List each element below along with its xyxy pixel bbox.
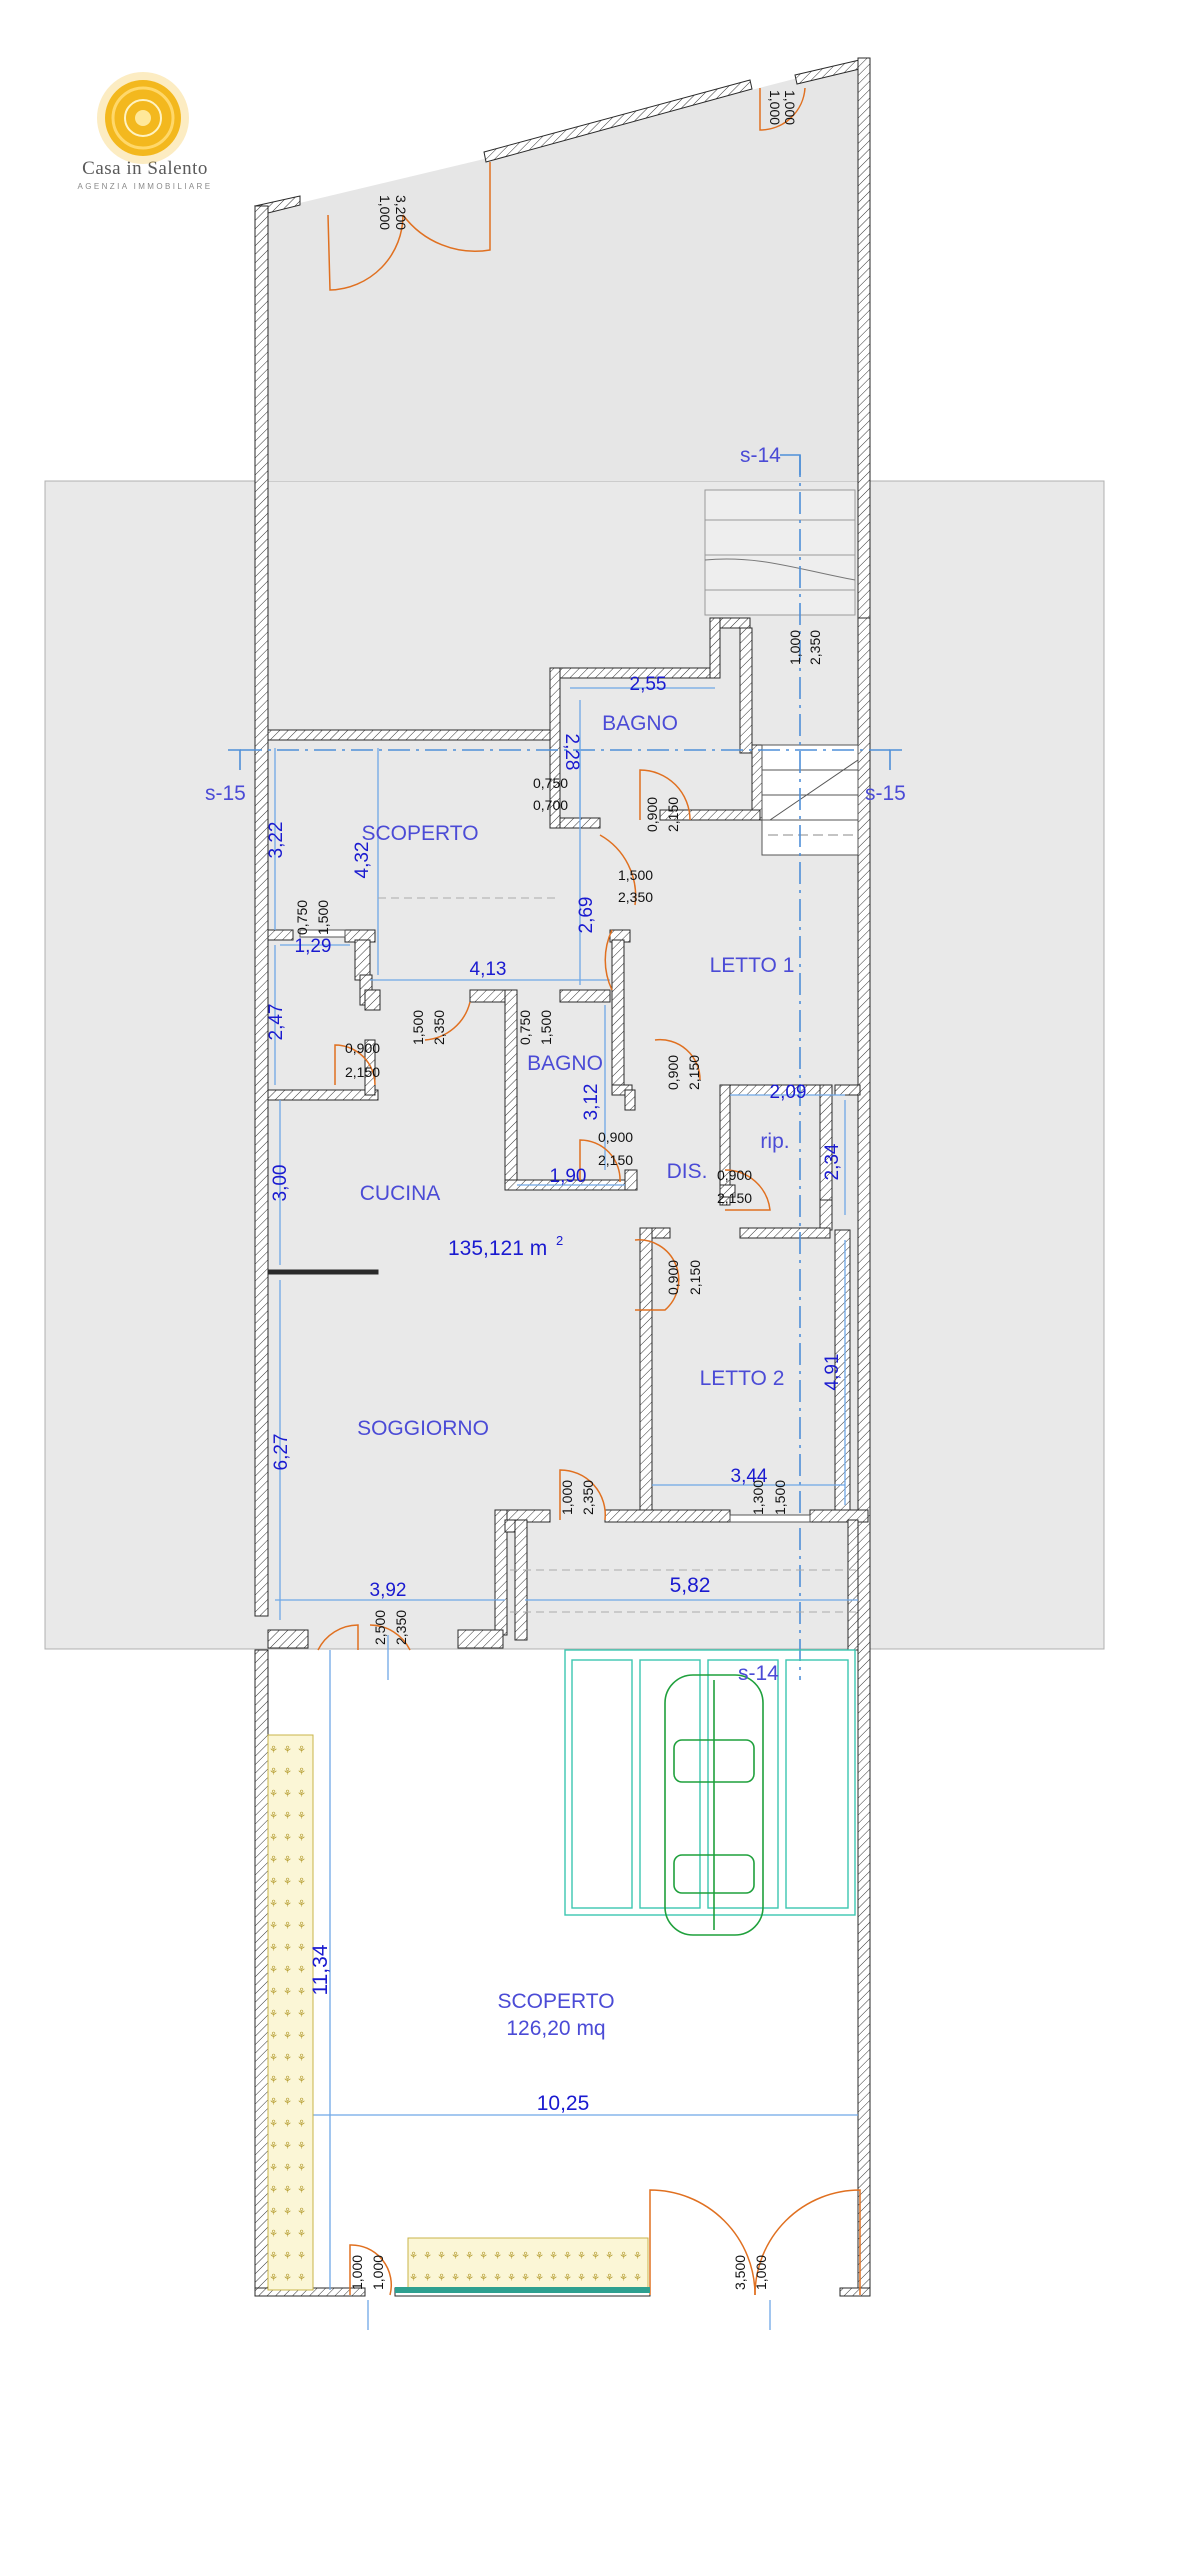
opening-cucina-door-b: 2,150: [345, 1064, 380, 1080]
opening-bagno2-door-a: 0,900: [598, 1129, 633, 1145]
opening-cucina-door-a: 0,900: [345, 1040, 380, 1056]
dimension-lines: [268, 687, 858, 2330]
opening-gate-top-right-b: 1,000: [767, 90, 783, 125]
gate-rail: [395, 2287, 650, 2293]
logo-name: Casa in Salento: [82, 158, 208, 179]
opening-letto2-win-b: 1,500: [772, 1480, 788, 1515]
opening-bagno-win-b: 0,700: [533, 797, 568, 813]
dim-garage-width: 5,82: [670, 1574, 711, 1597]
parking-bays: [564, 1649, 856, 1916]
dim-letto2-width: 3,44: [731, 1466, 768, 1487]
opening-bagno2-win-b: 1,500: [538, 1010, 554, 1045]
opening-yard-gate-right-b: 1,000: [753, 2255, 769, 2290]
dim-soggiorno-height: 6,27: [271, 1434, 292, 1471]
opening-entry-door-a: 2,500: [372, 1610, 388, 1645]
room-label-disimpegno: DIS.: [667, 1160, 708, 1183]
opening-small-win-b: 1,500: [315, 900, 331, 935]
opening-rip-door-b: 2,150: [717, 1190, 752, 1206]
dim-letto2-height: 4,91: [822, 1354, 843, 1391]
room-label-ripostiglio: rip.: [760, 1130, 789, 1153]
room-label-soggiorno: SOGGIORNO: [357, 1417, 489, 1440]
opening-letto2-door-a: 0,900: [665, 1260, 681, 1295]
dim-small-height: 2,47: [266, 1004, 287, 1041]
opening-letto2-win-a: 1,300: [750, 1480, 766, 1515]
dim-rip-height: 2,34: [822, 1143, 843, 1180]
opening-soggiorno-door-a: 1,000: [559, 1480, 575, 1515]
total-area: 135,121 m 2: [448, 1233, 563, 1260]
guide-lines: [378, 897, 858, 1613]
section-marker-s15-left: s-15: [205, 782, 246, 805]
total-area-value: 135,121 m: [448, 1237, 547, 1260]
opening-bagno-win-a: 0,750: [533, 775, 568, 791]
logo-sun-icon: [97, 72, 189, 164]
opening-bagno2-win-a: 0,750: [517, 1010, 533, 1045]
section-marker-s14-top: s-14: [740, 444, 781, 467]
opening-soggiorno-door-b: 2,350: [580, 1480, 596, 1515]
opening-bagno-door-a: 0,900: [644, 797, 660, 832]
section-marker-s14-bottom: s-14: [738, 1662, 779, 1685]
opening-stair-door-a: 1,000: [787, 630, 803, 665]
opening-scoperto-door-b: 2,350: [618, 889, 653, 905]
room-label-cucina: CUCINA: [360, 1182, 441, 1205]
opening-bagno2-door-b: 2,150: [598, 1152, 633, 1168]
room-label-bagno-1: BAGNO: [602, 712, 678, 735]
scoperto-bottom-area: 126,20 mq: [506, 2017, 605, 2040]
door-swings: [317, 87, 861, 2296]
opening-rip-door-a: 0,900: [717, 1167, 752, 1183]
dim-soggiorno-width: 3,92: [370, 1580, 407, 1601]
logo-subtitle: AGENZIA IMMOBILIARE: [77, 182, 213, 191]
section-lines: [228, 454, 902, 1680]
opening-passage-door-b: 2,350: [431, 1010, 447, 1045]
dim-yard-width: 10,25: [537, 2092, 590, 2115]
windows: [299, 929, 811, 1523]
opening-small-win-a: 0,750: [294, 900, 310, 935]
opening-gate-top-right-a: 1,000: [782, 90, 798, 125]
opening-stair-door-b: 2,350: [807, 630, 823, 665]
dim-bagno2-width: 1,90: [550, 1166, 587, 1187]
opening-letto2-door-b: 2,150: [687, 1260, 703, 1295]
dim-bagno2-height: 3,12: [581, 1084, 602, 1121]
opening-letto1-door-b: 2,150: [686, 1055, 702, 1090]
section-marker-s15-right: s-15: [865, 782, 906, 805]
car-icon: [664, 1674, 764, 1936]
opening-scoperto-door-a: 1,500: [618, 867, 653, 883]
dim-scoperto-depth: 2,69: [576, 897, 597, 934]
dim-yard-height: 11,34: [309, 1944, 332, 1995]
opening-entry-door-b: 2,350: [393, 1610, 409, 1645]
front-courtyard-area: [262, 62, 860, 481]
room-label-letto-1: LETTO 1: [710, 954, 795, 977]
opening-letto1-door-a: 0,900: [665, 1055, 681, 1090]
dim-scoperto-width: 4,32: [352, 842, 373, 879]
opening-bagno-door-b: 2,150: [665, 797, 681, 832]
planter-box: [407, 2237, 649, 2289]
dim-bagno-width: 2,55: [630, 674, 667, 695]
opening-passage-door-a: 1,500: [410, 1010, 426, 1045]
dim-bagno-height: 2,28: [561, 734, 582, 771]
opening-yard-gate-left-a: 1,000: [349, 2255, 365, 2290]
dim-cucina-height: 3,00: [270, 1165, 291, 1202]
opening-yard-gate-left-b: 1,000: [370, 2255, 386, 2290]
planter-strip: [267, 1734, 314, 2291]
dim-passage-width: 4,13: [470, 959, 507, 980]
dim-scoperto-height: 3,22: [266, 822, 287, 859]
room-label-bagno-2: BAGNO: [527, 1052, 603, 1075]
opening-gate-top-b: 1,000: [377, 195, 393, 230]
total-area-unit-superscript: 2: [556, 1233, 563, 1248]
staircase: [704, 489, 859, 856]
room-label-scoperto: SCOPERTO: [361, 822, 478, 845]
room-label-letto-2: LETTO 2: [700, 1367, 785, 1390]
opening-gate-top-a: 3,200: [393, 195, 409, 230]
opening-yard-gate-right-a: 3,500: [732, 2255, 748, 2290]
room-label-scoperto-bottom: SCOPERTO: [497, 1990, 614, 2013]
dim-small-width: 1,29: [295, 936, 332, 957]
dim-rip-width: 2,09: [770, 1082, 807, 1103]
